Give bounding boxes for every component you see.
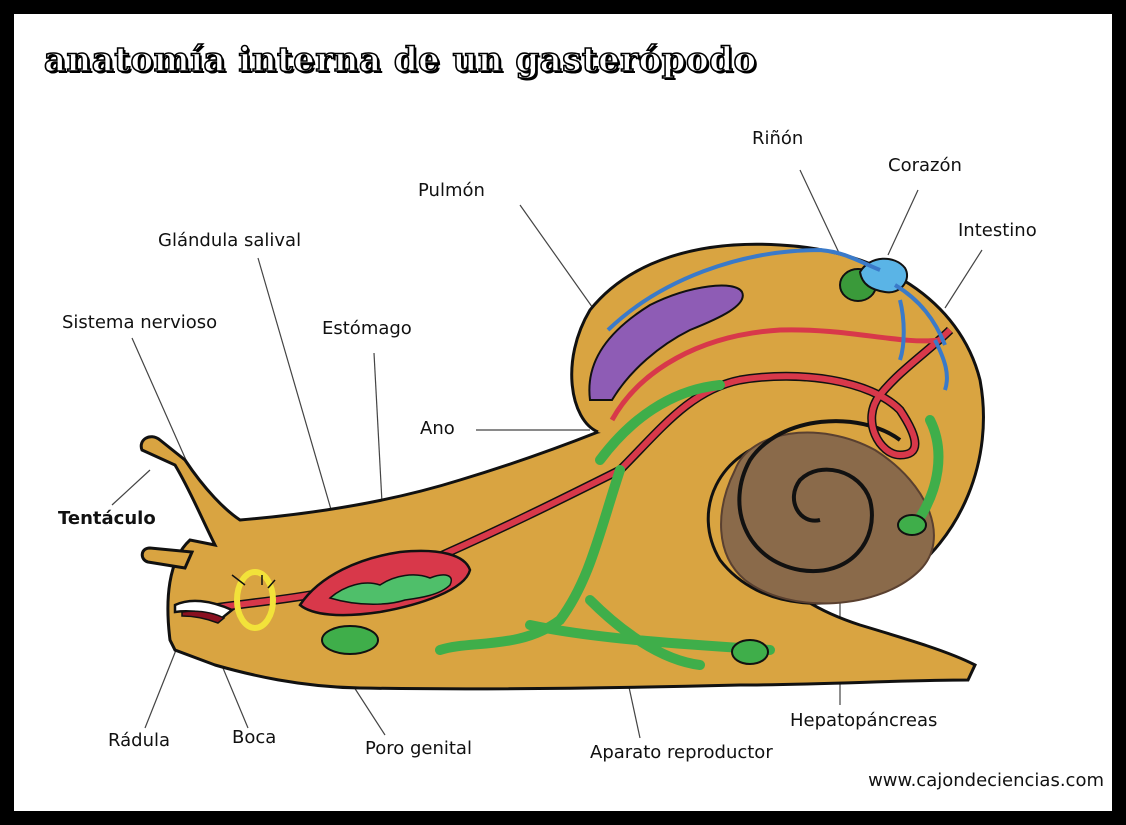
label-sistema-nervioso: Sistema nervioso bbox=[62, 312, 217, 333]
reproductive-node bbox=[898, 515, 926, 535]
reproductive-albumen bbox=[732, 640, 768, 664]
tentacle-lower bbox=[142, 548, 192, 568]
label-boca: Boca bbox=[232, 727, 276, 748]
leader-radula bbox=[145, 640, 180, 728]
label-estomago: Estómago bbox=[322, 318, 412, 339]
label-tentaculo: Tentáculo bbox=[58, 508, 156, 529]
label-intestino: Intestino bbox=[958, 220, 1037, 241]
leader-tentaculo bbox=[112, 470, 150, 505]
label-poro-genital: Poro genital bbox=[365, 738, 472, 759]
label-glandula-salival: Glándula salival bbox=[158, 230, 301, 251]
page-title: anatomía interna de un gasterópodo bbox=[44, 40, 757, 80]
credit-url: www.cajondeciencias.com bbox=[868, 770, 1104, 791]
leader-intestino bbox=[945, 250, 982, 308]
leader-corazon bbox=[888, 190, 918, 255]
reproductive-gonad bbox=[322, 626, 378, 654]
label-pulmon: Pulmón bbox=[418, 180, 485, 201]
label-rinon: Riñón bbox=[752, 128, 803, 149]
label-hepatopancreas: Hepatopáncreas bbox=[790, 710, 937, 731]
label-radula: Rádula bbox=[108, 730, 170, 751]
leader-rinon bbox=[800, 170, 840, 255]
label-corazon: Corazón bbox=[888, 155, 962, 176]
label-ano: Ano bbox=[420, 418, 455, 439]
label-aparato-reproductor: Aparato reproductor bbox=[590, 742, 773, 763]
